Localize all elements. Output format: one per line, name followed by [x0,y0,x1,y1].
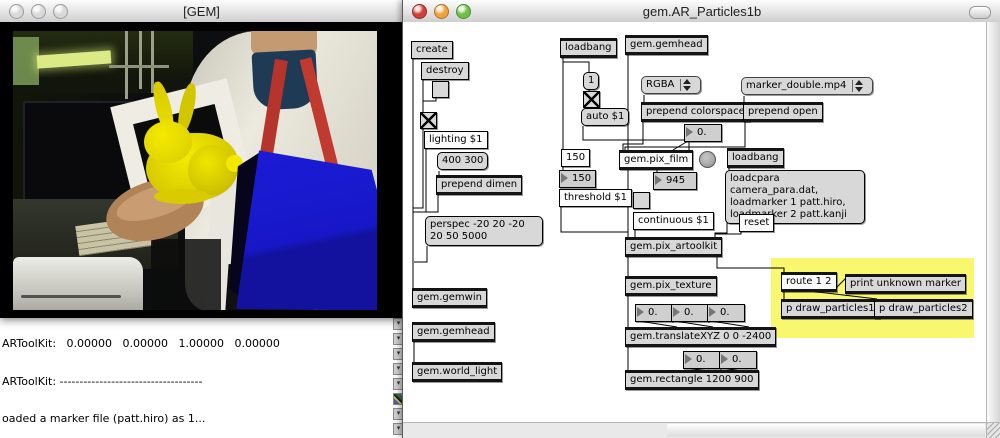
patch-canvas[interactable]: create destroy lighting $1 400 300 prepe… [403,22,987,423]
numberbox-x[interactable]: 0. [635,304,673,322]
gem-render-area [0,22,403,318]
popup-colorspace-value: RGBA [646,79,675,90]
bang-square[interactable] [432,81,449,98]
obj-print-unknown[interactable]: print unknown marker [845,274,966,294]
bunny-haunch [188,145,236,195]
vertical-scrollbar[interactable] [986,22,1000,423]
highlight-panel [771,258,974,338]
obj-rectangle[interactable]: gem.rectangle 1200 900 [625,370,759,390]
patch-window: gem.AR_Particles1b [402,0,1000,438]
obj-gemhead-right[interactable]: gem.gemhead [625,35,708,55]
close-button[interactable] [9,3,24,19]
gem-window-titlebar[interactable]: [GEM] [0,0,403,23]
white-device [13,257,143,310]
horizontal-scroll-thumb[interactable] [667,424,985,437]
obj-prepend-open[interactable]: prepend open [743,102,823,122]
console-line: ARToolKit: 0.00000 0.00000 1.00000 0.000… [2,337,280,350]
numberbox-speed[interactable]: 0. [684,124,722,142]
console-line: oaded a marker file (patt.hiro) as 1... [2,412,206,425]
console-line: ARToolKit: -----------------------------… [2,374,203,388]
minimize-button[interactable] [31,3,46,19]
msg-continuous[interactable]: continuous $1 [633,212,714,230]
patch-window-titlebar[interactable]: gem.AR_Particles1b [403,0,1000,23]
obj-loadbang2[interactable]: loadbang [727,148,784,168]
popup-movie-value: marker_double.mp4 [746,80,847,91]
subpatch-draw-particles1[interactable]: p draw_particles1 [781,299,880,319]
obj-gemwin[interactable]: gem.gemwin [412,288,487,308]
zoom-button[interactable] [456,3,471,19]
updown-arrows-icon [852,80,868,92]
toggle-lighting[interactable] [420,112,437,129]
horizontal-scrollbar[interactable] [403,422,987,438]
bang-end-of-film[interactable] [699,151,716,168]
obj-translatexyz[interactable]: gem.translateXYZ 0 0 -2400 [625,327,777,347]
updown-arrows-icon [680,79,696,91]
minimize-button[interactable] [434,3,449,19]
toggle-continuous[interactable] [633,192,650,209]
obj-pix-film[interactable]: gem.pix_film [619,150,694,170]
msg-one[interactable]: 1 [583,72,600,90]
device-slot [21,295,121,298]
gem-window-title: [GEM] [183,3,220,19]
obj-world-light[interactable]: gem.world_light [412,362,503,382]
cube-front-face [236,150,377,310]
popup-colorspace[interactable]: RGBA [641,76,701,94]
obj-route[interactable]: route 1 2 [781,272,837,292]
msg-dimen[interactable]: 400 300 [437,152,489,170]
msg-lighting[interactable]: lighting $1 [424,131,488,149]
bunny-3d-model [138,79,243,219]
numberbox-width[interactable]: 0. [683,351,721,369]
numberbox-height[interactable]: 0. [719,351,757,369]
msg-threshold[interactable]: threshold $1 [559,189,632,207]
popup-movie[interactable]: marker_double.mp4 [741,77,874,95]
msg-destroy[interactable]: destroy [421,62,469,80]
cube-3d-model [215,147,377,310]
close-button[interactable] [412,3,427,19]
zoom-button[interactable] [53,3,68,19]
obj-prepend-colorspace[interactable]: prepend colorspace [641,102,750,122]
obj-gemhead-left[interactable]: gem.gemhead [412,322,495,342]
pipe [151,31,154,93]
shadow-area [151,239,221,310]
numberbox-frames[interactable]: 945 [653,172,697,190]
msg-create[interactable]: create [411,41,453,59]
numberbox-threshold[interactable]: 150 [559,170,597,188]
msg-perspec[interactable]: perspec -20 20 -20 20 50 5000 [425,216,543,246]
gem-video-window: [GEM] [0,0,403,318]
subpatch-draw-particles2[interactable]: p draw_particles2 [874,299,973,319]
obj-pix-artoolkit[interactable]: gem.pix_artoolkit [625,237,723,257]
window-glow [13,37,39,85]
numberbox-y[interactable]: 0. [671,304,709,322]
msg-reset[interactable]: reset [739,214,775,232]
console-window: ARToolKit: 0.00000 0.00000 1.00000 0.000… [0,300,404,438]
pipe [109,65,169,68]
numberbox-z[interactable]: 0. [707,304,745,322]
obj-loadbang[interactable]: loadbang [560,38,617,58]
console-log: ARToolKit: 0.00000 0.00000 1.00000 0.000… [2,313,390,438]
msg-auto[interactable]: auto $1 [581,108,630,126]
msg-150[interactable]: 150 [561,149,591,167]
bunny-head [144,121,192,163]
obj-prepend-dimen[interactable]: prepend dimen [436,175,523,195]
camera-video-feed [13,31,377,310]
bunny-paws [154,189,210,204]
patch-window-title: gem.AR_Particles1b [642,3,762,19]
toggle-auto[interactable] [583,91,600,108]
toolbar-pill-button[interactable] [969,6,991,19]
resize-grip-icon[interactable] [986,422,1000,438]
pipe [139,31,142,89]
obj-pix-texture[interactable]: gem.pix_texture [625,276,717,296]
